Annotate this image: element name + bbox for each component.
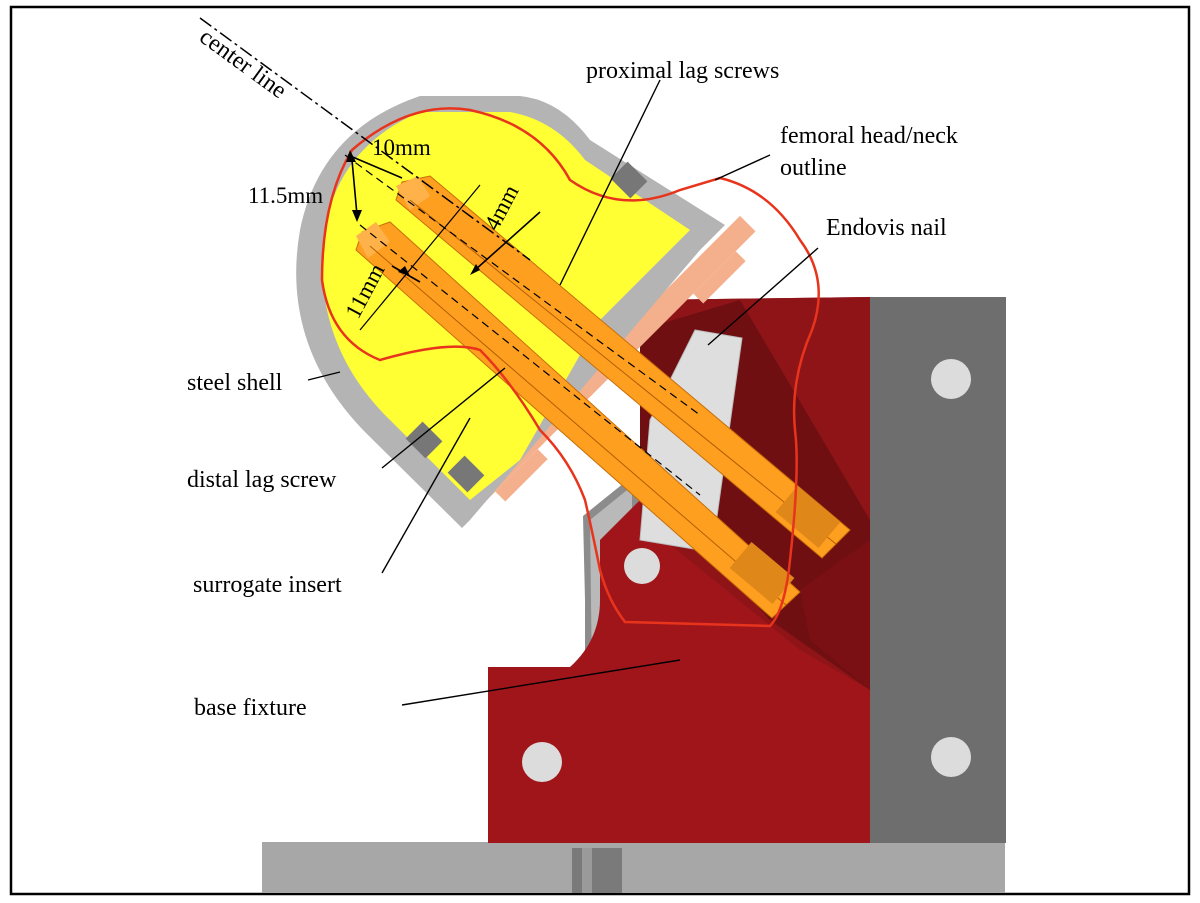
label-base-fixture: base fixture — [194, 695, 307, 721]
label-surrogate-insert: surrogate insert — [193, 572, 342, 598]
label-endovis-nail: Endovis nail — [826, 215, 947, 241]
dimension-10mm: 10mm — [372, 135, 431, 160]
proximal-lag-screw — [395, 175, 851, 559]
proximal-axis — [344, 154, 701, 416]
shell-block-1 — [610, 161, 648, 199]
dimension-markers — [346, 150, 541, 331]
leader-distal-lag-screw — [381, 367, 506, 469]
leader-steel-shell — [307, 371, 341, 381]
femoral-head-neck-outline — [320, 107, 820, 628]
leader-proximal-lag-screws — [559, 79, 661, 286]
bottom-bolt-highlight — [582, 848, 592, 893]
dimension-11-5mm: 11.5mm — [248, 183, 323, 208]
label-steel-shell: steel shell — [187, 370, 283, 396]
bottom-bolt — [572, 848, 622, 893]
bracket-hole — [624, 548, 660, 584]
shell-block-3 — [447, 455, 485, 493]
side-plate-hole-bottom — [931, 737, 971, 777]
label-distal-lag-screw: distal lag screw — [187, 467, 337, 493]
side-plate-hole-top — [931, 359, 971, 399]
distal-lag-screw — [355, 221, 801, 619]
leader-endovis-nail — [707, 247, 819, 346]
label-femoral-outline: outline — [780, 155, 847, 181]
bottom-plate — [262, 842, 1005, 893]
nail-tube-end — [800, 540, 870, 690]
label-proximal-lag-screws: proximal lag screws — [586, 58, 779, 84]
center-line — [199, 17, 531, 261]
shell-block-2 — [405, 421, 443, 459]
base-fixture-hole — [522, 742, 562, 782]
leader-femoral-outline — [714, 154, 771, 181]
leader-base-fixture — [401, 659, 681, 706]
distal-axis — [359, 224, 701, 496]
label-femoral-head-neck: femoral head/neck — [780, 123, 958, 149]
leader-surrogate-insert — [381, 417, 471, 574]
